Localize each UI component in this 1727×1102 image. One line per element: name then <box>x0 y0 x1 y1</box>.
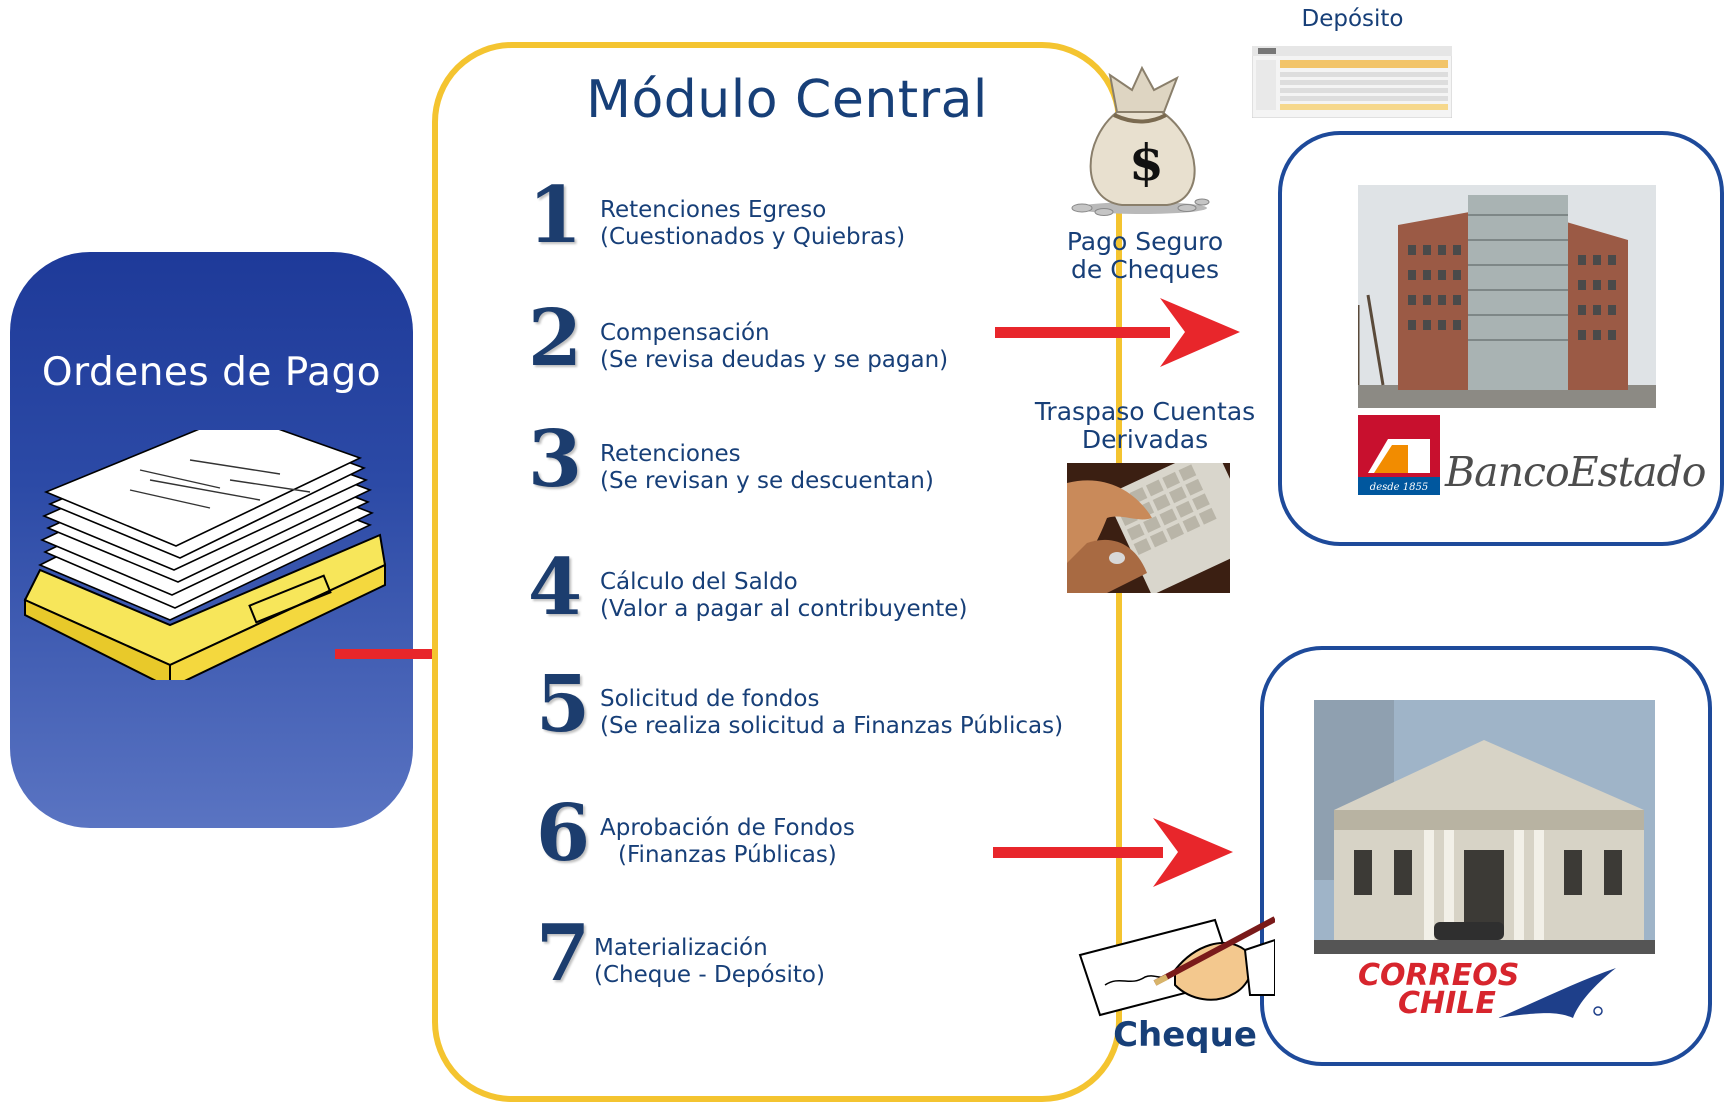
cheque-label: Cheque <box>1113 1015 1257 1055</box>
step-5-number: 5 <box>535 659 591 750</box>
bancoestado-badge-text: desde 1855 <box>1370 482 1428 493</box>
traspaso-line1: Traspaso Cuentas <box>1034 397 1256 426</box>
step-3-title: Retenciones <box>600 441 741 467</box>
spreadsheet-icon <box>1252 46 1452 118</box>
step-1-title: Retenciones Egreso <box>600 197 827 223</box>
traspaso-line2: Derivadas <box>1081 425 1209 454</box>
bancoestado-wordmark: BancoEstado <box>1445 448 1706 496</box>
step-6-subtitle: (Finanzas Públicas) <box>618 842 837 868</box>
step-7-title: Materialización <box>594 935 768 961</box>
cheque-hand-icon <box>1078 916 1275 1017</box>
step-5-text: Solicitud de fondos (Se realiza solicitu… <box>600 686 1063 740</box>
pago-seguro-line2: de Cheques <box>1071 255 1219 284</box>
step-1-subtitle: (Cuestionados y Quiebras) <box>600 224 906 250</box>
keyboard-typing-photo <box>1067 463 1230 593</box>
bancoestado-building-photo <box>1358 185 1656 408</box>
modulo-central-title: Módulo Central <box>586 70 988 130</box>
correos-chile-wordmark: CORREOS CHILE <box>1358 958 1520 1021</box>
modulo-central-box <box>432 42 1122 1102</box>
ordenes-de-pago-title: Ordenes de Pago <box>41 350 382 395</box>
money-bag-icon: $ <box>1071 65 1210 216</box>
step-2-subtitle: (Se revisa deudas y se pagan) <box>600 347 949 373</box>
correos-line1: CORREOS <box>1358 958 1520 993</box>
correos-building-photo <box>1314 700 1655 954</box>
paper-tray-icon <box>23 430 387 680</box>
step-7-number: 7 <box>535 908 591 999</box>
step-5-title: Solicitud de fondos <box>600 686 820 712</box>
step-1-number: 1 <box>527 170 583 261</box>
step-3-number: 3 <box>527 414 583 505</box>
step-4-title: Cálculo del Saldo <box>600 569 798 595</box>
step-2-text: Compensación (Se revisa deudas y se paga… <box>600 320 948 374</box>
step-4-subtitle: (Valor a pagar al contribuyente) <box>600 596 968 622</box>
step-2-number: 2 <box>527 293 583 384</box>
step-3-subtitle: (Se revisan y se descuentan) <box>600 468 934 494</box>
step-1-text: Retenciones Egreso (Cuestionados y Quieb… <box>600 197 905 251</box>
pago-seguro-label: Pago Seguro de Cheques <box>1030 228 1260 284</box>
step-4-text: Cálculo del Saldo (Valor a pagar al cont… <box>600 569 967 623</box>
arrow-to-bancoestado <box>995 298 1240 367</box>
step-6-number: 6 <box>535 788 591 879</box>
step-3-text: Retenciones (Se revisan y se descuentan) <box>600 441 934 495</box>
step-2-title: Compensación <box>600 320 770 346</box>
step-5-subtitle: (Se realiza solicitud a Finanzas Pública… <box>600 713 1064 739</box>
pago-seguro-line1: Pago Seguro <box>1066 227 1224 256</box>
arrow-to-correos <box>993 818 1233 887</box>
svg-text:$: $ <box>1129 133 1164 192</box>
step-6-text: Aprobación de Fondos (Finanzas Públicas) <box>600 815 855 869</box>
step-7-text: Materialización (Cheque - Depósito) <box>594 935 825 989</box>
step-6-title: Aprobación de Fondos <box>600 815 855 841</box>
traspaso-label: Traspaso Cuentas Derivadas <box>1025 398 1265 454</box>
step-4-number: 4 <box>527 542 583 633</box>
step-7-subtitle: (Cheque - Depósito) <box>594 962 825 988</box>
bancoestado-logo-icon: desde 1855 <box>1358 415 1440 495</box>
correos-line2: CHILE <box>1398 986 1496 1021</box>
deposito-label: Depósito <box>1301 6 1404 32</box>
correos-chile-logo-icon <box>1498 968 1616 1018</box>
